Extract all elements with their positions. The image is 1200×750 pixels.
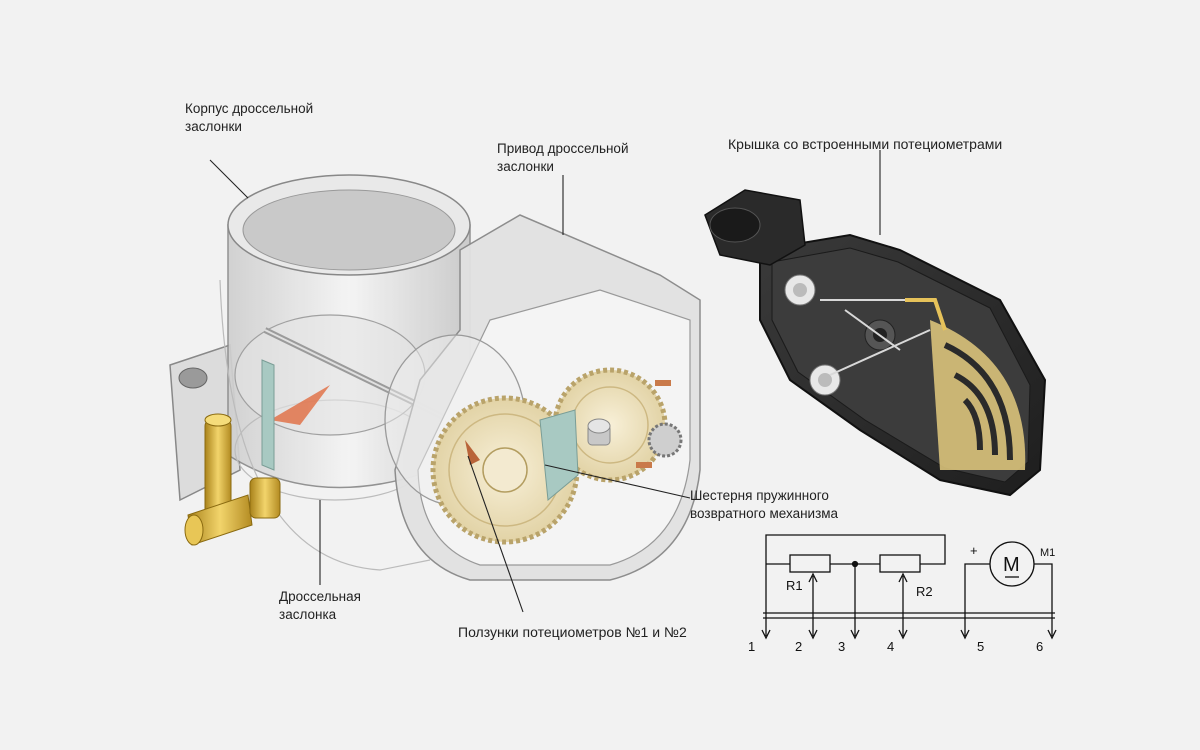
circuit-schematic: [761, 534, 1057, 640]
terminal-4: 4: [887, 639, 894, 654]
label-potentiometer-sliders: Ползунки потециометров №1 и №2: [458, 624, 687, 640]
terminal-3: 3: [838, 639, 845, 654]
label-throttle-valve: Дроссельная заслонка: [279, 589, 361, 622]
motor-symbol: M: [1003, 554, 1020, 576]
label-r2: R2: [916, 584, 933, 599]
label-spring-return-gear: Шестерня пружинного возвратного механизм…: [690, 488, 839, 521]
motor-name: M1: [1040, 547, 1055, 559]
resistor-r2: [879, 554, 921, 573]
coolant-fitting: [184, 413, 281, 546]
terminal-5: 5: [977, 639, 984, 654]
leader-throttle-body: [209, 159, 249, 199]
resistor-r1: [789, 554, 831, 573]
leader-lines: [209, 150, 881, 613]
motor-plus: +: [970, 543, 978, 558]
label-potentiometer-cover: Крышка со встроенными потециометрами: [728, 136, 1003, 152]
circuit-labels: R1 R2 M M1 + 1 2 3 4 5 6: [748, 543, 1055, 654]
terminal-2: 2: [795, 639, 802, 654]
label-throttle-body: Корпус дроссельной заслонки: [185, 101, 314, 134]
terminal-6: 6: [1036, 639, 1043, 654]
throttle-body-illustration: [169, 174, 701, 581]
potentiometer-cover-illustration: [704, 189, 1047, 497]
leader-sliders: [467, 455, 524, 613]
leader-spring-gear: [544, 464, 691, 499]
terminal-1: 1: [748, 639, 755, 654]
label-throttle-actuator: Привод дроссельной заслонки: [497, 141, 629, 174]
label-r1: R1: [786, 578, 803, 593]
